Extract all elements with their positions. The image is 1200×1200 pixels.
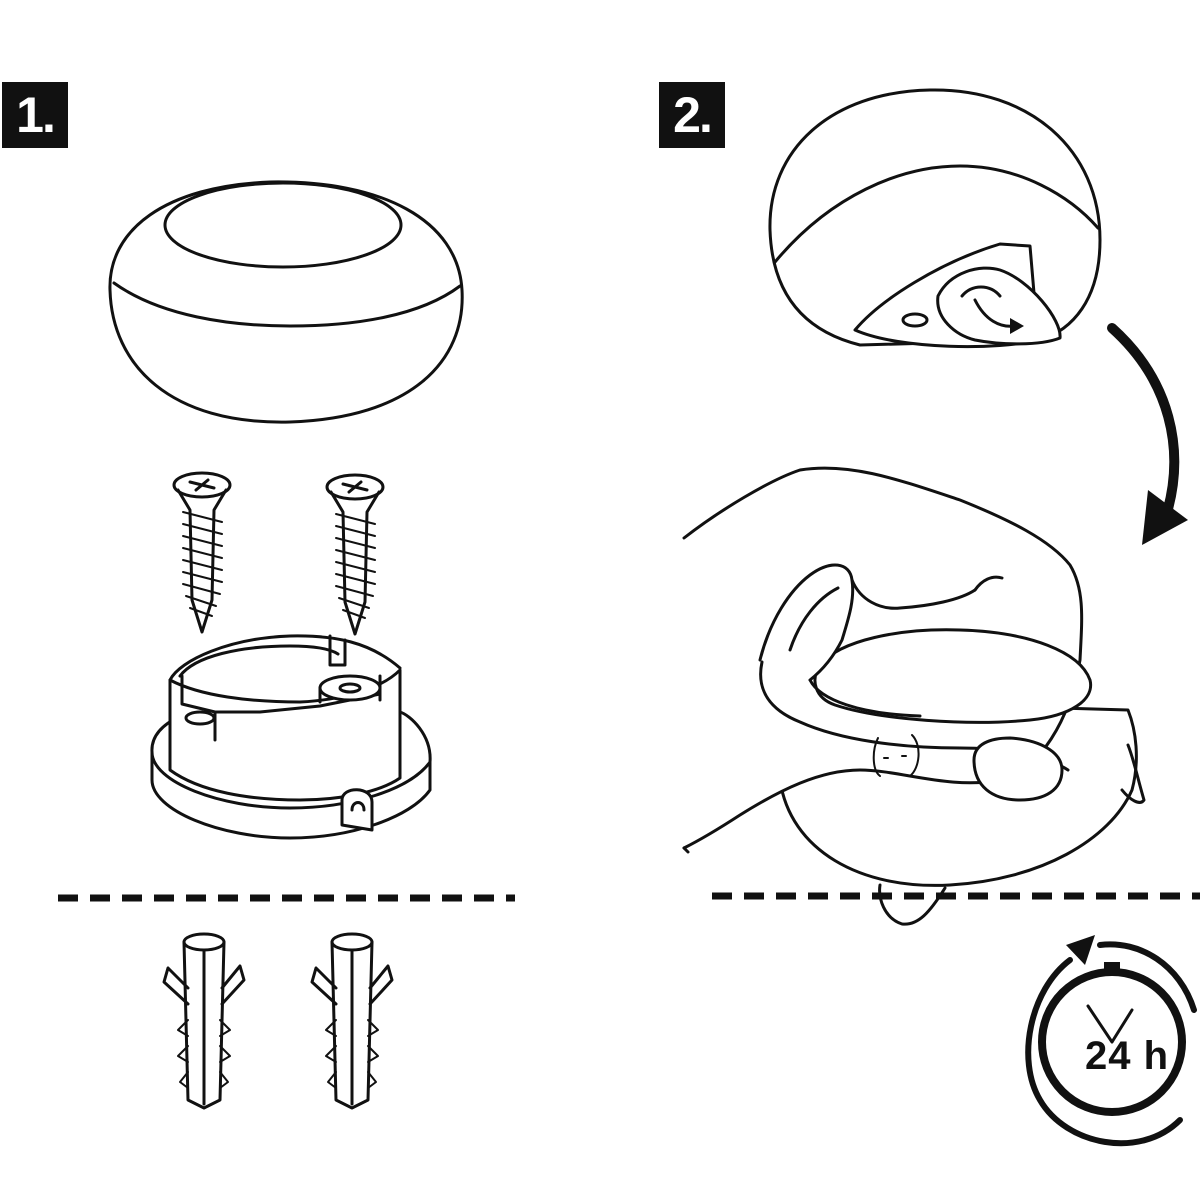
wall-plug-anchor-icon bbox=[162, 932, 246, 1110]
wall-plug-anchor-icon bbox=[310, 932, 394, 1110]
knob-icon bbox=[108, 180, 464, 424]
timer-label: 24 h bbox=[1085, 1034, 1170, 1078]
screw-icon bbox=[325, 473, 385, 636]
step-number-badge: 1. bbox=[2, 82, 68, 148]
mounting-base-icon bbox=[150, 634, 432, 840]
step-number-badge: 2. bbox=[659, 82, 725, 148]
knob-underside-icon bbox=[768, 88, 1102, 349]
screw-icon bbox=[172, 471, 232, 634]
curved-arrow-icon bbox=[1107, 323, 1188, 545]
hand-pressing-icon bbox=[682, 466, 1146, 926]
stopwatch-icon bbox=[1025, 935, 1197, 1147]
